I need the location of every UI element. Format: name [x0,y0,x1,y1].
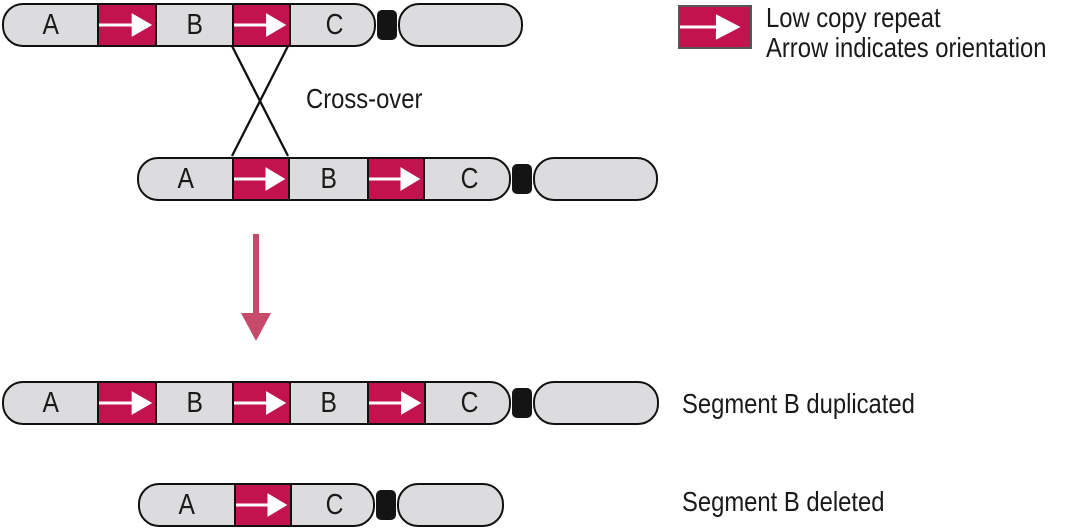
lcr-box [232,159,290,199]
legend-line1: Low copy repeat [766,2,941,33]
result-down-arrow-icon [241,234,271,341]
lcr-box [234,485,292,525]
chromosome-q-arm [533,157,658,201]
chromosome-q-arm [397,483,504,527]
segment-label: A [178,488,196,521]
chromosome-p-arm: A C [138,483,375,527]
chromosome-q-arm [533,381,659,425]
deleted-outcome-label: Segment B deleted [682,487,920,517]
chromosome-bottom-parent: A B C [137,157,658,201]
legend-text: Low copy repeat Arrow indicates orientat… [766,3,1074,63]
legend-line2: Arrow indicates orientation [766,32,1047,63]
segment-label: B [320,162,337,195]
right-arrow-icon [99,391,153,415]
centromere [512,388,532,418]
chromosome-duplicated: A B B [2,381,659,425]
right-arrow-icon [234,13,287,37]
segment-region: B [157,5,232,45]
lcr-box [367,383,426,423]
right-arrow-icon [369,167,421,191]
chromosome-p-arm: A B C [137,157,511,201]
deleted-outcome-text: Segment B deleted [682,486,885,517]
segment-label: C [460,386,479,419]
right-arrow-icon [236,493,288,517]
crossover-label: Cross-over [306,84,443,114]
chromosome-deleted: A C [138,483,504,527]
right-arrow-icon [234,167,286,191]
segment-label: A [42,8,59,41]
segment-region: C [292,485,373,525]
segment-label: B [320,386,338,419]
segment-label: C [460,162,478,195]
segment-label: B [186,386,203,419]
segment-region: C [426,383,509,423]
centromere [377,10,397,40]
lcr-box [97,5,157,45]
duplicated-outcome-label: Segment B duplicated [682,389,956,419]
duplicated-outcome-text: Segment B duplicated [682,388,915,419]
lcr-box [367,159,425,199]
segment-label: C [325,8,344,41]
segment-label: B [186,8,203,41]
segment-region: B [157,383,232,423]
segment-region: A [140,485,234,525]
segment-label: A [177,162,194,195]
segment-label: C [325,488,344,521]
segment-region: A [4,5,97,45]
centromere [376,490,396,520]
crossover-x-lines [230,45,290,157]
lcr-box [97,383,157,423]
segment-region: B [290,159,367,199]
segment-label: A [42,386,59,419]
segment-region: C [291,5,374,45]
right-arrow-icon [99,13,153,37]
crossover-label-text: Cross-over [306,83,423,114]
segment-region: A [139,159,232,199]
chromosome-p-arm: A B C [2,3,376,47]
lcr-right-arrow-icon [680,14,741,40]
legend-lcr-swatch [678,5,752,49]
right-arrow-icon [369,391,422,415]
chromosome-top-parent: A B C [2,3,523,47]
chromosome-p-arm: A B B [2,381,511,425]
lcr-box [232,5,291,45]
segment-region: C [425,159,509,199]
chromosome-q-arm [398,3,523,47]
segment-region: B [291,383,367,423]
segment-region: A [4,383,97,423]
right-arrow-icon [234,391,287,415]
lcr-box [232,383,291,423]
centromere [512,164,532,194]
